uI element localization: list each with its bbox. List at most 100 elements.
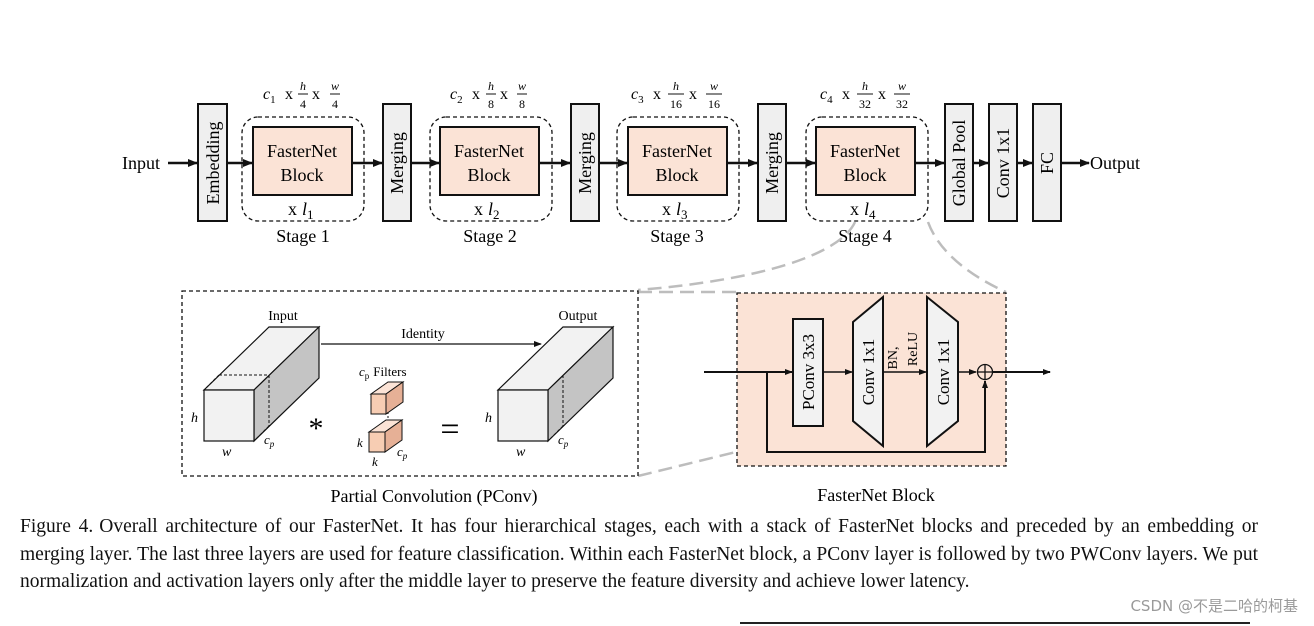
page-edge-line — [740, 622, 1250, 624]
svg-text:cp: cp — [397, 444, 408, 461]
merging-layer-3: Merging — [757, 103, 787, 222]
residual-add-icon — [976, 363, 994, 381]
svg-text:h: h — [862, 79, 868, 93]
svg-text:h: h — [300, 79, 306, 93]
svg-text:32: 32 — [859, 97, 871, 111]
svg-text:h: h — [673, 79, 679, 93]
svg-text:Block: Block — [656, 165, 699, 185]
bn-label: BN, — [886, 347, 901, 370]
fc-layer: FC — [1032, 103, 1062, 222]
svg-text:4: 4 — [332, 97, 338, 111]
svg-text:FasterNet: FasterNet — [830, 141, 900, 161]
svg-text:w: w — [331, 79, 339, 93]
svg-text:x: x — [878, 86, 886, 103]
svg-text:Conv 1x1: Conv 1x1 — [934, 339, 953, 406]
output-label: Output — [1090, 153, 1140, 173]
block-label-line1: FasterNet — [267, 141, 337, 161]
input-label: Input — [122, 153, 160, 173]
input-feature-map: Input h w cp — [191, 309, 321, 460]
svg-text:x: x — [285, 86, 293, 103]
svg-text:8: 8 — [488, 97, 494, 111]
svg-text:h: h — [191, 411, 198, 426]
svg-text:FasterNet: FasterNet — [642, 141, 712, 161]
svg-text:FasterNet: FasterNet — [454, 141, 524, 161]
svg-text:xl3: xl3 — [662, 199, 688, 222]
figure-caption: Figure 4.Overall architecture of our Fas… — [20, 513, 1258, 596]
stage-label: Stage 1 — [276, 226, 330, 246]
svg-text:h: h — [485, 411, 492, 426]
equals-sign: = — [440, 411, 459, 448]
svg-text:Conv 1x1: Conv 1x1 — [859, 339, 878, 406]
svg-text:x: x — [312, 86, 320, 103]
svg-text:4: 4 — [300, 97, 306, 111]
embedding-layer: Embedding — [197, 103, 228, 222]
svg-text:16: 16 — [670, 97, 682, 111]
svg-text:Block: Block — [844, 165, 887, 185]
svg-text:Conv 1x1: Conv 1x1 — [993, 128, 1013, 199]
svg-text:c1: c1 — [263, 86, 276, 106]
svg-text:Input: Input — [268, 309, 298, 324]
svg-text:x: x — [472, 86, 480, 103]
svg-text:w: w — [898, 79, 906, 93]
output-feature-map: Output h w cp — [485, 309, 615, 460]
pconv-3x3-layer: PConv 3x3 — [792, 318, 824, 427]
identity-label: Identity — [401, 327, 445, 342]
block-label-line2: Block — [281, 165, 324, 185]
conv-1x1-layer-2: Conv 1x1 — [926, 294, 959, 449]
zoom-connector-right — [926, 221, 1007, 294]
conv1x1-layer: Conv 1x1 — [988, 103, 1018, 222]
svg-text:c2: c2 — [450, 86, 463, 106]
svg-text:x: x — [842, 86, 850, 103]
svg-text:PConv 3x3: PConv 3x3 — [799, 334, 818, 410]
svg-text:16: 16 — [708, 97, 720, 111]
svg-text:FC: FC — [1037, 152, 1057, 174]
svg-text:cp: cp — [558, 432, 569, 449]
svg-text:w: w — [518, 79, 526, 93]
conv-star: * — [309, 412, 324, 445]
svg-text:w: w — [710, 79, 718, 93]
svg-text:Global Pool: Global Pool — [949, 120, 969, 207]
svg-text:xl2: xl2 — [474, 199, 500, 222]
watermark: CSDN @不是二哈的柯基 — [1130, 597, 1298, 615]
svg-text:k: k — [357, 435, 363, 450]
svg-text:x: x — [689, 86, 697, 103]
svg-text:Merging: Merging — [575, 132, 595, 194]
svg-text:h: h — [488, 79, 494, 93]
svg-text:c3: c3 — [631, 86, 644, 106]
conv-1x1-layer-1: Conv 1x1 — [852, 294, 884, 449]
stage-label: Stage 2 — [463, 226, 517, 246]
svg-text:xl4: xl4 — [850, 199, 876, 222]
svg-text:Embedding: Embedding — [203, 122, 223, 205]
caption-text: Overall architecture of our FasterNet. I… — [20, 516, 1258, 592]
svg-text:Output: Output — [559, 309, 598, 324]
svg-text:Merging: Merging — [762, 132, 782, 194]
svg-text:32: 32 — [896, 97, 908, 111]
svg-text:Block: Block — [468, 165, 511, 185]
merging-layer-1: Merging — [382, 103, 412, 222]
svg-text:Merging: Merging — [387, 132, 407, 194]
fasternet-block-panel: PConv 3x3 Conv 1x1 BN, ReLU Conv 1x1 — [704, 292, 1051, 467]
fasternet-block-panel-title: FasterNet Block — [817, 485, 934, 505]
svg-text:8: 8 — [519, 97, 525, 111]
pconv-panel-title: Partial Convolution (PConv) — [331, 486, 538, 507]
merging-layer-2: Merging — [570, 103, 600, 222]
svg-text:cp: cp — [264, 432, 275, 449]
svg-text:w: w — [222, 445, 232, 460]
svg-text:k: k — [372, 454, 378, 469]
svg-text:w: w — [516, 445, 526, 460]
svg-text:c4: c4 — [820, 86, 833, 106]
zoom-connector-left — [637, 221, 857, 292]
stage-label: Stage 4 — [838, 226, 892, 246]
stage-label: Stage 3 — [650, 226, 704, 246]
svg-text:xl1: xl1 — [288, 199, 314, 222]
svg-text:x: x — [500, 86, 508, 103]
relu-label: ReLU — [906, 332, 921, 366]
